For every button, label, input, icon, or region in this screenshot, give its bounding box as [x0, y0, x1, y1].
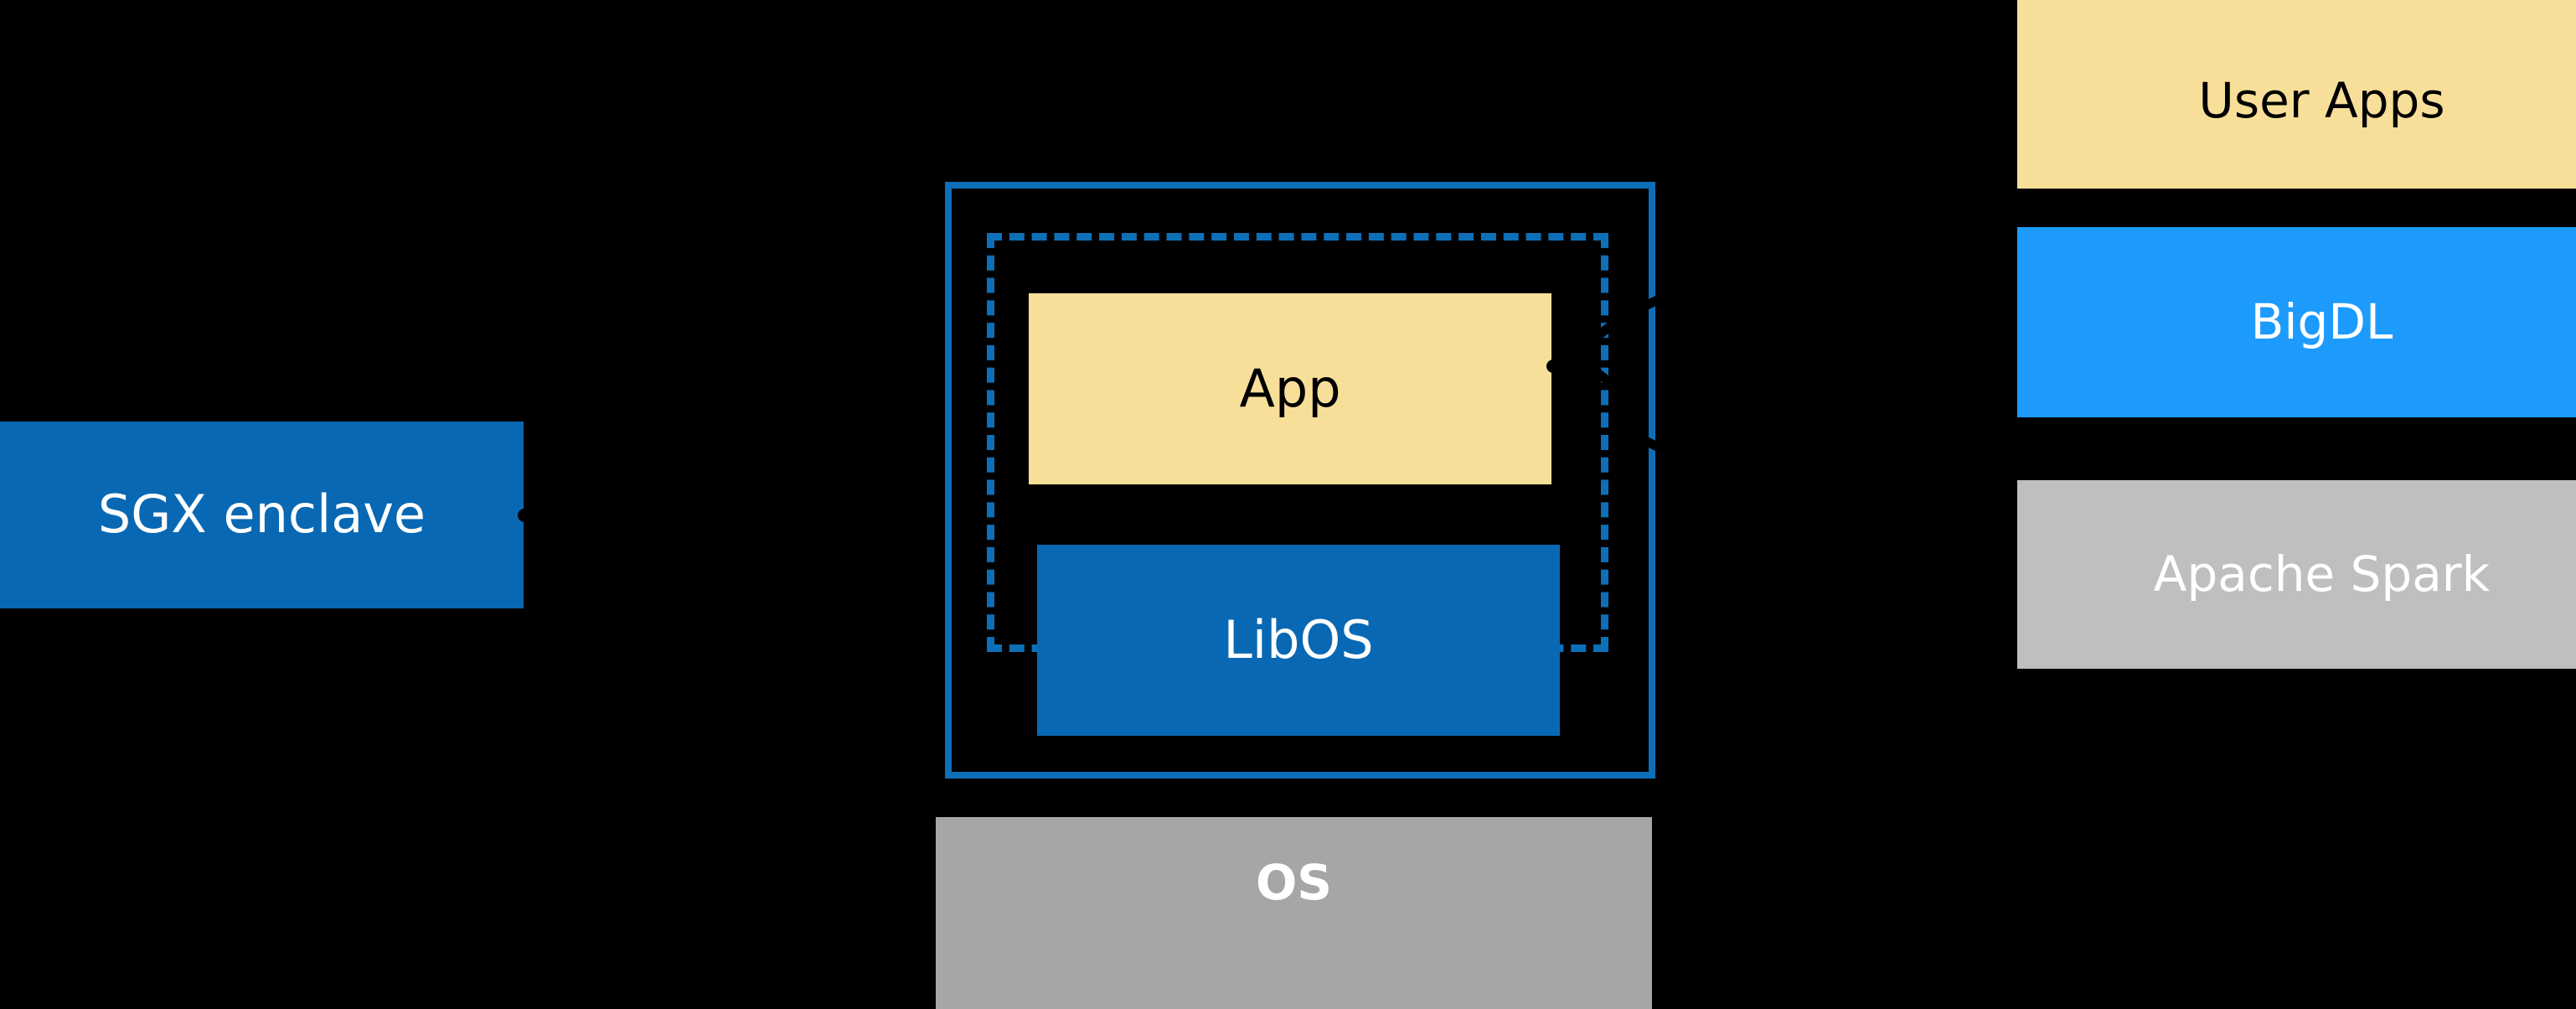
node-bigdl: BigDL [2017, 227, 2576, 417]
app-leader-dot [1546, 360, 1560, 373]
node-sgx-enclave-label: SGX enclave [97, 484, 426, 546]
container-enclave-outline [945, 182, 1655, 779]
node-libos: LibOS [1037, 545, 1560, 736]
node-os: OS [936, 817, 1652, 1009]
connector-line-bottom [1642, 436, 1737, 489]
node-libos-label: LibOS [1223, 608, 1374, 670]
node-app-label: App [1239, 357, 1341, 419]
node-bigdl-label: BigDL [2250, 292, 2393, 350]
node-os-label: OS [1255, 854, 1333, 911]
node-apache-spark: Apache Spark [2017, 480, 2576, 669]
node-sgx-enclave: SGX enclave [0, 422, 524, 608]
node-user-apps: User Apps [2017, 0, 2576, 189]
connector-line-top [1642, 257, 1737, 311]
node-apache-spark-label: Apache Spark [2153, 545, 2491, 603]
node-app: App [1029, 293, 1551, 484]
node-user-apps-label: User Apps [2198, 72, 2445, 130]
sgx-enclave-leader-dot [518, 509, 531, 522]
